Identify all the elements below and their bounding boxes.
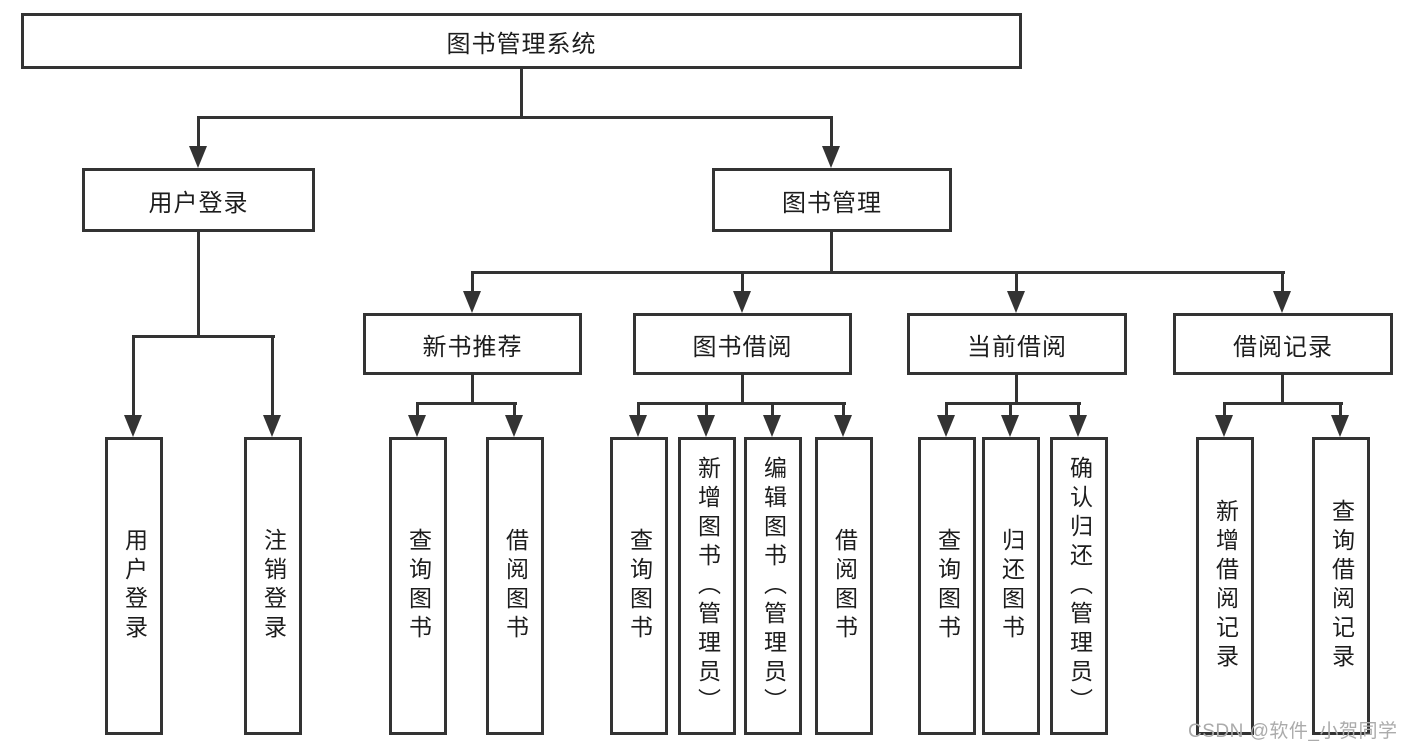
- connector-line: [1281, 375, 1284, 403]
- arrowhead-down-icon: [1007, 291, 1025, 313]
- leaf-user-login: 用户登录: [105, 437, 163, 735]
- connector-line: [197, 232, 200, 337]
- connector-line: [741, 375, 744, 403]
- connector-line: [520, 69, 523, 117]
- connector-line: [637, 402, 846, 405]
- leaf-query-books-3: 查询图书: [918, 437, 976, 735]
- leaf-edit-book-admin: 编辑图书（管理员）: [744, 437, 802, 735]
- arrowhead-down-icon: [834, 415, 852, 437]
- connector-line: [637, 405, 640, 417]
- node-new-book-recommend: 新书推荐: [363, 313, 582, 375]
- leaf-return-book: 归还图书: [982, 437, 1040, 735]
- leaf-add-borrow-record: 新增借阅记录: [1196, 437, 1254, 735]
- arrowhead-down-icon: [1069, 415, 1087, 437]
- connector-line: [416, 402, 517, 405]
- connector-line: [1015, 274, 1018, 292]
- connector-line: [842, 405, 845, 417]
- connector-line: [830, 119, 833, 150]
- connector-line: [132, 335, 275, 338]
- connector-line: [1223, 402, 1343, 405]
- arrowhead-down-icon: [1273, 291, 1291, 313]
- arrowhead-down-icon: [629, 415, 647, 437]
- arrowhead-down-icon: [1001, 415, 1019, 437]
- arrowhead-down-icon: [1215, 415, 1233, 437]
- leaf-query-borrow-record: 查询借阅记录: [1312, 437, 1370, 735]
- connector-line: [1281, 274, 1284, 292]
- arrowhead-down-icon: [1331, 415, 1349, 437]
- node-current-borrow: 当前借阅: [907, 313, 1127, 375]
- arrowhead-down-icon: [189, 146, 207, 168]
- arrowhead-down-icon: [505, 415, 523, 437]
- arrowhead-down-icon: [763, 415, 781, 437]
- connector-line: [132, 338, 135, 418]
- node-book-borrow: 图书借阅: [633, 313, 852, 375]
- connector-line: [945, 405, 948, 417]
- arrowhead-down-icon: [822, 146, 840, 168]
- connector-line: [471, 375, 474, 403]
- connector-line: [741, 274, 744, 292]
- connector-line: [771, 405, 774, 417]
- watermark: CSDN @软件_小贺同学: [1188, 721, 1398, 742]
- connector-line: [1077, 405, 1080, 417]
- leaf-add-book-admin: 新增图书（管理员）: [678, 437, 736, 735]
- connector-line: [513, 405, 516, 417]
- leaf-borrow-books-1: 借阅图书: [486, 437, 544, 735]
- connector-line: [471, 274, 474, 292]
- leaf-query-books-1: 查询图书: [389, 437, 447, 735]
- arrowhead-down-icon: [124, 415, 142, 437]
- arrowhead-down-icon: [937, 415, 955, 437]
- arrowhead-down-icon: [733, 291, 751, 313]
- node-system-root: 图书管理系统: [21, 13, 1022, 69]
- connector-line: [416, 405, 419, 417]
- arrowhead-down-icon: [408, 415, 426, 437]
- node-user-login: 用户登录: [82, 168, 315, 232]
- arrowhead-down-icon: [697, 415, 715, 437]
- connector-line: [471, 271, 1285, 274]
- connector-line: [705, 405, 708, 417]
- arrowhead-down-icon: [463, 291, 481, 313]
- connector-line: [1015, 375, 1018, 403]
- connector-line: [1223, 405, 1226, 417]
- node-borrow-records: 借阅记录: [1173, 313, 1393, 375]
- connector-line: [271, 338, 274, 418]
- connector-line: [830, 232, 833, 273]
- leaf-logout: 注销登录: [244, 437, 302, 735]
- connector-line: [197, 116, 833, 119]
- leaf-borrow-books-2: 借阅图书: [815, 437, 873, 735]
- leaf-query-books-2: 查询图书: [610, 437, 668, 735]
- connector-line: [1009, 405, 1012, 417]
- leaf-confirm-return-admin: 确认归还（管理员）: [1050, 437, 1108, 735]
- arrowhead-down-icon: [263, 415, 281, 437]
- connector-line: [945, 402, 1081, 405]
- connector-line: [197, 119, 200, 150]
- connector-line: [1339, 405, 1342, 417]
- node-book-management: 图书管理: [712, 168, 952, 232]
